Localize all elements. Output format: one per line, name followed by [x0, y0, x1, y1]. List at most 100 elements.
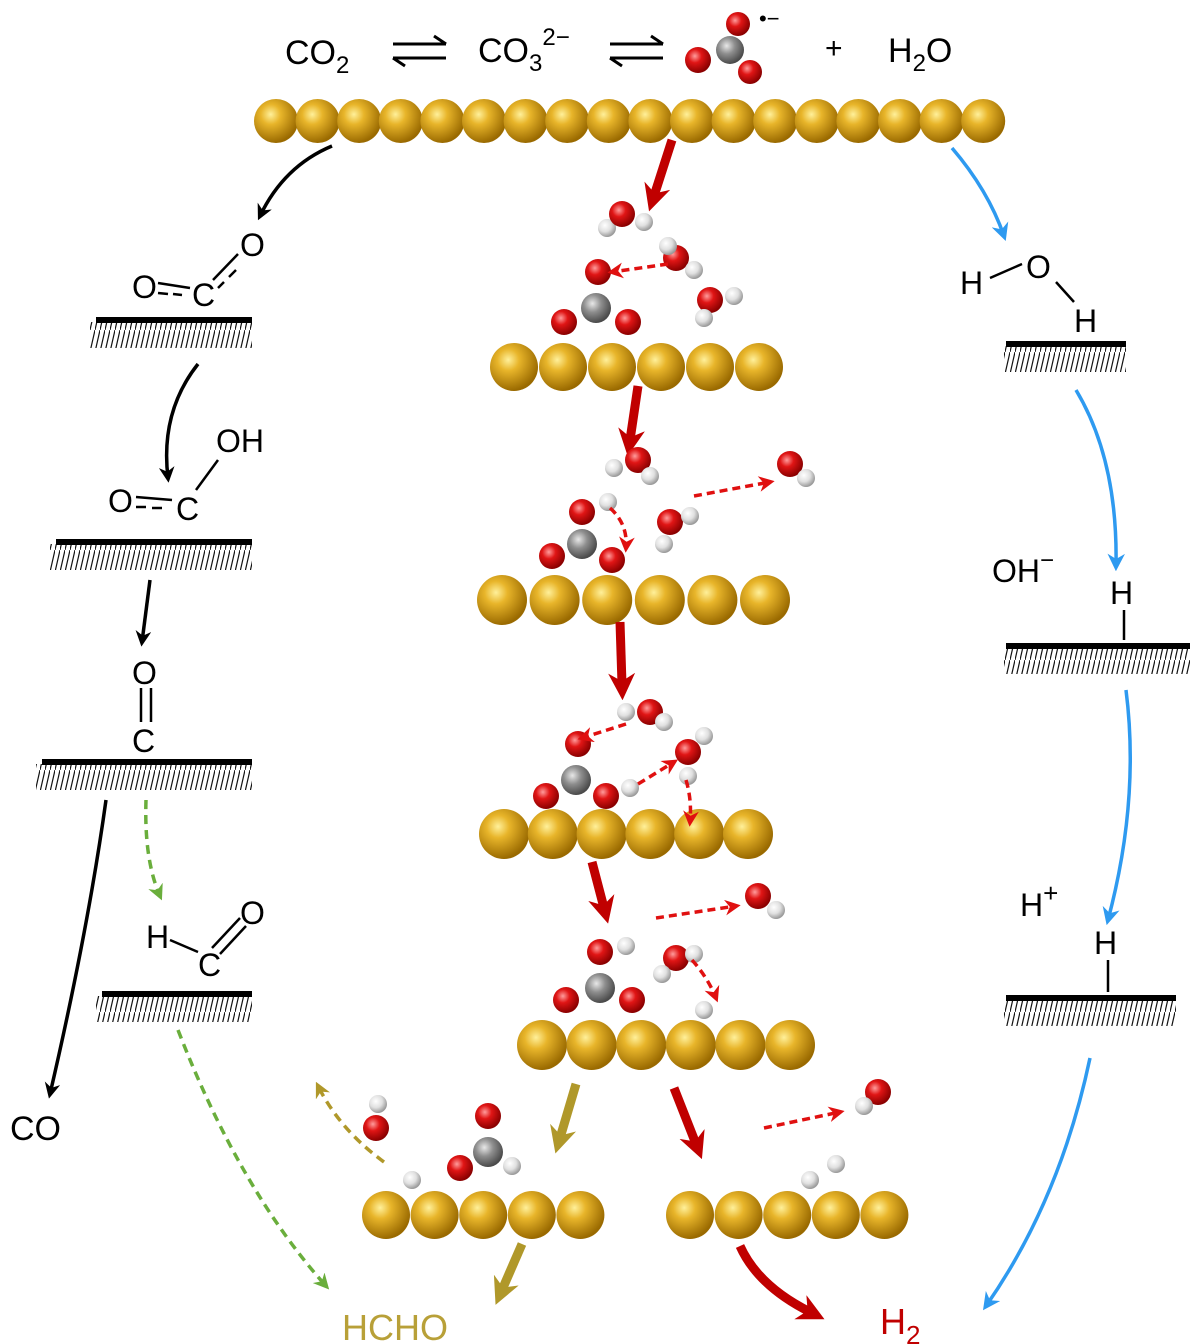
gold-atom — [588, 343, 636, 391]
red-arrow-1 — [644, 138, 677, 212]
blue-arrow-2 — [1074, 389, 1125, 572]
gold-surface-row — [362, 1191, 605, 1239]
oxygen-atom — [553, 987, 579, 1013]
gold-atom — [753, 99, 798, 143]
gold-atom — [527, 809, 578, 859]
gold-atom — [666, 1191, 714, 1239]
carbon-atom — [567, 529, 597, 559]
h2o-adsorbate: H O H — [960, 249, 1097, 339]
hydrogen-atom — [403, 1171, 421, 1189]
hatched-surface — [50, 539, 252, 570]
adsorbed-h-label: H — [1094, 925, 1117, 961]
hydrogen-atom — [621, 779, 639, 797]
gold-atom — [378, 99, 423, 143]
hatched-surface — [1004, 995, 1176, 1026]
gold-atom — [539, 343, 587, 391]
atom-c: C — [192, 277, 215, 313]
hydrogen-atom — [801, 1171, 819, 1189]
gold-atom — [674, 809, 725, 859]
red-arrow-5 — [669, 1086, 705, 1160]
green-arrow-to-hcho-product — [176, 1029, 330, 1290]
blue-arrow-1 — [950, 146, 1009, 241]
olive-arrow-to-hcho — [493, 1242, 527, 1305]
oxygen-atom — [619, 987, 645, 1013]
gold-surface-row — [490, 343, 783, 391]
center-pathway-arrows — [315, 138, 825, 1320]
gold-atom — [462, 99, 506, 143]
hatched-surface — [90, 317, 252, 348]
gold-atom — [586, 99, 631, 143]
gold-atom — [410, 1191, 459, 1239]
gold-atom — [295, 99, 340, 143]
hydroxide-label: OH− — [992, 547, 1054, 589]
red-arrow-2 — [618, 385, 645, 457]
gold-atom — [634, 575, 685, 625]
oxygen-atom — [726, 12, 750, 36]
hatched-surface — [36, 759, 252, 790]
gold-surface-row — [666, 1191, 909, 1239]
gold-atom — [616, 1020, 667, 1070]
gold-atom — [503, 99, 548, 143]
gold-atom — [665, 1020, 716, 1070]
atom-c: C — [198, 947, 221, 983]
red-arrow-4 — [587, 860, 615, 924]
co2-label: CO2 — [285, 34, 349, 79]
gold-atom — [860, 1191, 909, 1239]
gold-atom — [625, 809, 676, 859]
gold-atom — [836, 99, 881, 143]
proton-transfer-arrow — [577, 722, 627, 743]
oxygen-atom — [663, 945, 689, 971]
water-leaving-arrow — [693, 476, 775, 498]
top-equation: CO2 CO32− •− + H2O — [285, 6, 952, 84]
gold-atom — [529, 575, 580, 625]
oxygen-atom — [675, 739, 701, 765]
arrow-to-bent-co2 — [257, 144, 333, 221]
water-leaving-arrow — [655, 899, 741, 920]
gold-atom — [637, 343, 685, 391]
hydrogen-atom — [827, 1155, 845, 1173]
hydrogen-atom — [605, 459, 623, 477]
proton-label: H+ — [1020, 878, 1058, 923]
gold-atom — [362, 1191, 410, 1239]
carbon-atom — [716, 36, 744, 64]
gold-atom — [714, 1191, 763, 1239]
center-molecules — [363, 201, 891, 1189]
gold-atom — [517, 1020, 567, 1070]
oxygen-atom — [475, 1103, 501, 1129]
hydrogen-atom — [685, 261, 703, 279]
hatched-surface — [1004, 643, 1190, 674]
oxygen-atom — [745, 883, 771, 909]
atom-h: H — [960, 265, 983, 301]
carbonate-label: CO32− — [478, 24, 570, 77]
atom-o: O — [240, 895, 265, 931]
oxygen-atom — [585, 259, 611, 285]
hydrogen-atom — [685, 945, 703, 963]
water-leaving-arrow — [763, 1106, 845, 1130]
hydrogen-atom — [725, 287, 743, 305]
gold-atom — [765, 1020, 815, 1070]
oxygen-atom — [587, 939, 613, 965]
hydrogen-atom — [679, 767, 697, 785]
blue-arrow-4 — [982, 1057, 1092, 1311]
atom-o: O — [108, 483, 133, 519]
atom-h: H — [1074, 303, 1097, 339]
gold-surface-row — [479, 809, 773, 859]
oxygen-atom — [599, 547, 625, 573]
gold-atom — [811, 1191, 860, 1239]
hydrogen-atom — [767, 901, 785, 919]
oxygen-atom — [685, 47, 711, 73]
equilibrium-arrows-1 — [392, 34, 447, 68]
oxygen-atom — [447, 1155, 473, 1181]
oxygen-atom — [657, 509, 683, 535]
hydrogen-atom — [855, 1097, 873, 1115]
arrow-to-co — [135, 579, 152, 647]
hydrogen-atom — [617, 703, 635, 721]
gold-surface-row — [254, 99, 1006, 143]
carbonate-radical-molecule — [685, 12, 762, 84]
gold-atom — [763, 1191, 812, 1239]
oxygen-atom — [738, 60, 762, 84]
hydrogen-atom — [797, 469, 815, 487]
proton-transfer-arrow — [690, 958, 720, 1003]
hcho-product-label: HCHO — [342, 1307, 448, 1344]
red-arrow-3 — [608, 621, 636, 701]
